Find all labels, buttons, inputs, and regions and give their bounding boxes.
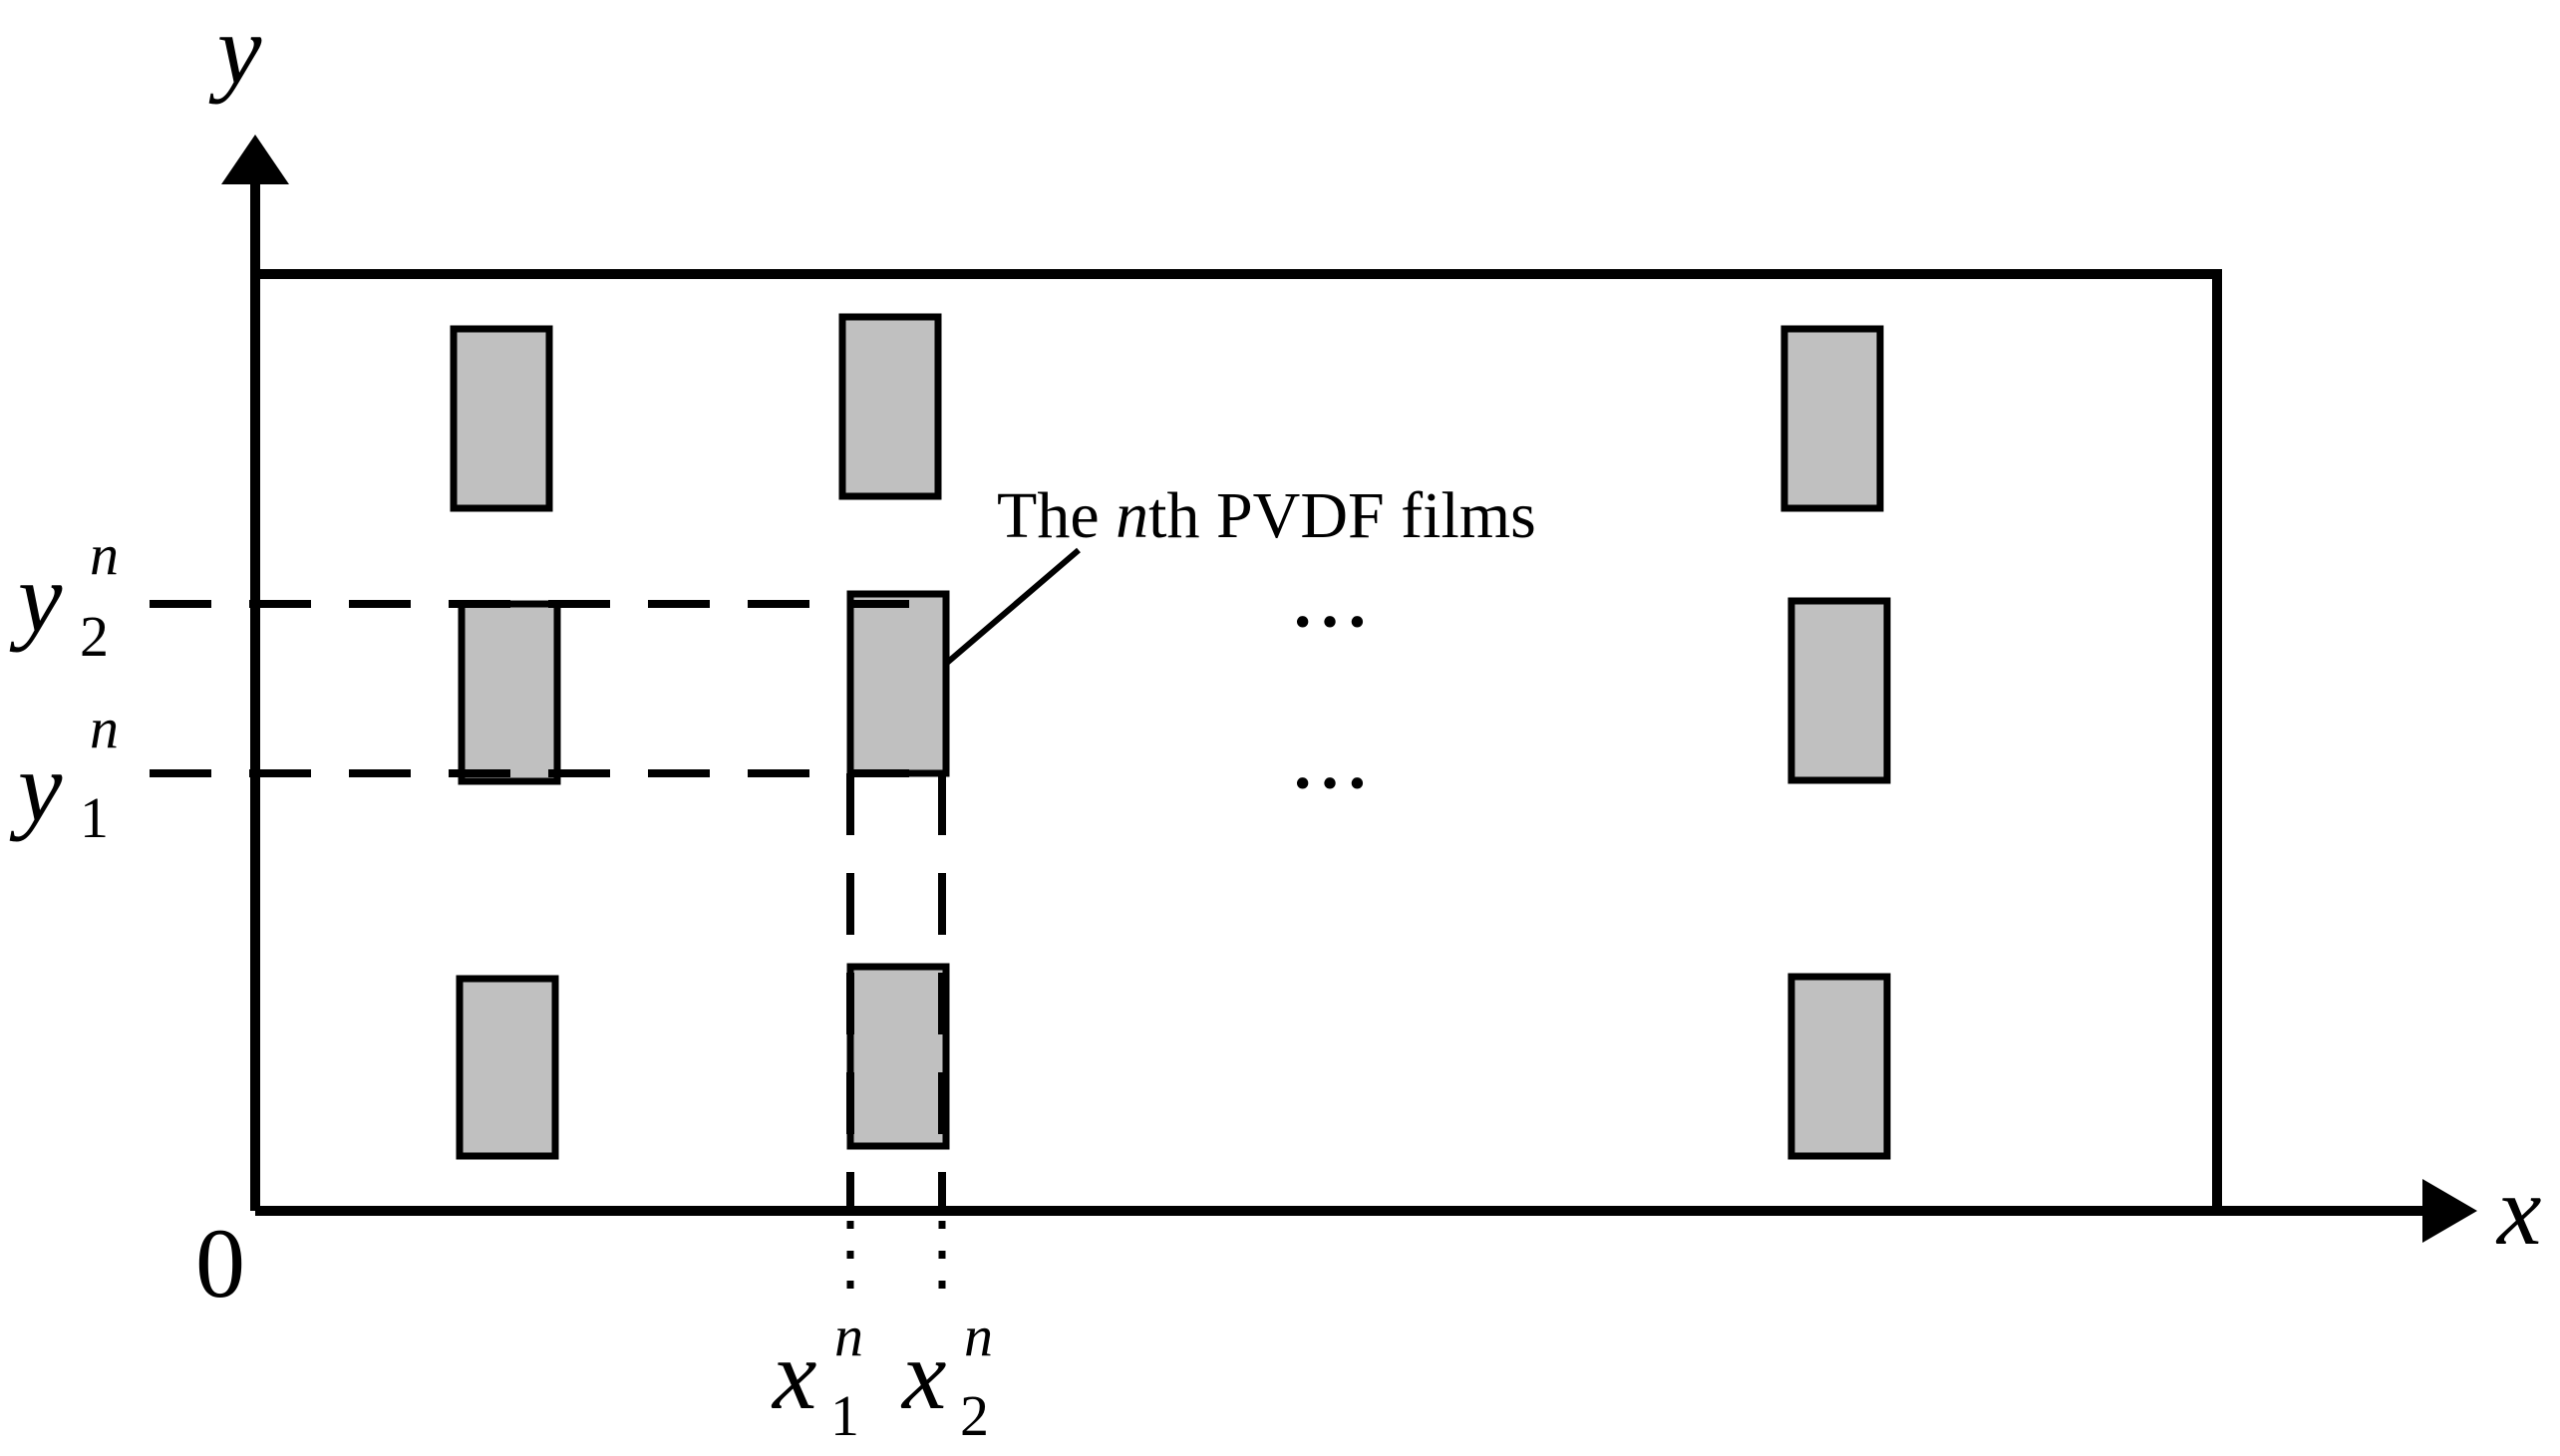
x1-coordinate-label: x n 1 <box>773 1308 892 1455</box>
y1-superscript: n <box>90 696 119 760</box>
ellipsis-upper: ··· <box>1291 584 1374 661</box>
nth-pvdf-films-callout: The nth PVDF films <box>997 483 1536 549</box>
pvdf-films <box>450 313 1891 1160</box>
pvdf-film-nth <box>846 590 950 777</box>
y2-coordinate-label: y n 2 <box>18 526 148 666</box>
y1-base: y <box>18 731 63 842</box>
x2-coordinate-label: x n 2 <box>902 1308 1022 1455</box>
callout-suffix: th PVDF films <box>1148 479 1536 552</box>
y2-superscript: n <box>90 522 119 587</box>
x1-superscript: n <box>834 1304 863 1368</box>
pvdf-film <box>450 325 553 512</box>
pvdf-film <box>1780 325 1884 512</box>
callout-prefix: The <box>997 479 1117 552</box>
plate-outline <box>255 269 2222 1211</box>
y-axis-arrowhead <box>221 135 289 184</box>
x2-subscript: 2 <box>960 1383 989 1448</box>
origin-label: 0 <box>195 1208 245 1318</box>
callout-n: n <box>1116 479 1149 552</box>
pvdf-film <box>1787 597 1891 784</box>
pvdf-film <box>838 313 942 500</box>
pvdf-film <box>458 600 561 785</box>
pvdf-film <box>1787 973 1891 1160</box>
x1-base: x <box>773 1319 817 1430</box>
y1-subscript: 1 <box>80 785 109 850</box>
x2-superscript: n <box>964 1304 993 1368</box>
x2-base: x <box>902 1319 947 1430</box>
x-axis-arrowhead <box>2422 1179 2477 1243</box>
ellipsis-lower: ··· <box>1291 745 1374 822</box>
callout-leader-line <box>945 547 1081 666</box>
y2-base: y <box>18 542 63 653</box>
y2-subscript: 2 <box>80 604 109 669</box>
y1-coordinate-label: y n 1 <box>18 700 148 850</box>
pvdf-film <box>846 963 950 1150</box>
y-axis-label: y <box>217 0 262 105</box>
pvdf-film <box>456 975 559 1160</box>
x-axis-label: x <box>2497 1155 2542 1266</box>
x1-subscript: 1 <box>830 1383 859 1448</box>
